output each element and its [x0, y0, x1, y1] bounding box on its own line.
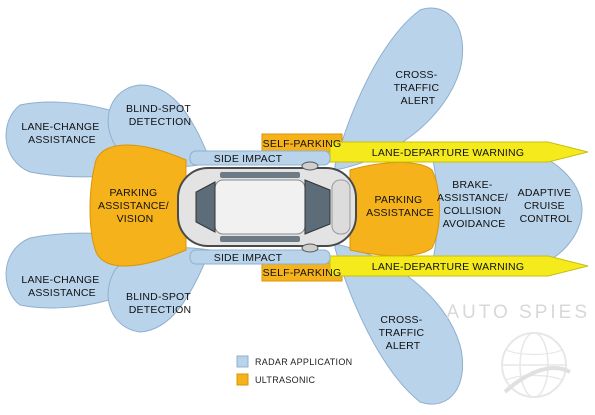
- lane-departure-top-label: LANE-DEPARTURE WARNING: [372, 147, 524, 159]
- car-rear-window: [195, 181, 216, 233]
- side-impact-top-band: [189, 150, 331, 166]
- car: [177, 161, 357, 253]
- brake-label: BRAKE- ASSISTANCE/ COLLISION AVOIDANCE: [437, 179, 511, 230]
- car-roof: [214, 179, 306, 235]
- mirror-right-icon: [301, 243, 319, 253]
- zone-labels: LANE-CHANGE ASSISTANCE BLIND-SPOT DETECT…: [21, 69, 575, 352]
- parking-vision-label: PARKING ASSISTANCE/ VISION: [98, 187, 172, 225]
- side-impact-bottom-band: [189, 249, 331, 265]
- car-windshield: [304, 179, 331, 235]
- lane-departure-bottom-arrow: [329, 255, 589, 277]
- legend-ultrasonic-label: ULTRASONIC: [255, 375, 316, 385]
- lane-change-bottom-label: LANE-CHANGE ASSISTANCE: [21, 274, 102, 299]
- blind-spot-bottom-label: BLIND-SPOT DETECTION: [126, 291, 194, 316]
- side-impact-top-label: SIDE IMPACT: [214, 153, 283, 165]
- rear-ultrasonic-zone: [89, 144, 187, 267]
- cross-traffic-top-label: CROSS- TRAFFIC ALERT: [394, 69, 443, 107]
- lane-change-top-label: LANE-CHANGE ASSISTANCE: [21, 121, 102, 146]
- cross-traffic-bottom-label: CROSS- TRAFFIC ALERT: [379, 314, 428, 352]
- watermark: AUTO SPIES: [446, 302, 590, 398]
- parking-front-label: PARKING ASSISTANCE: [366, 194, 434, 219]
- lane-departure-arrows: [329, 141, 589, 277]
- adaptive-label: ADAPTIVE CRUISE CONTROL: [518, 187, 575, 225]
- car-side-window-bottom: [220, 236, 300, 242]
- legend-radar-swatch: [236, 355, 249, 368]
- legend-ultrasonic-swatch: [236, 373, 249, 386]
- legend-radar-label: RADAR APPLICATION: [255, 357, 352, 367]
- side-impact-bands: [189, 150, 331, 265]
- car-side-window-top: [220, 172, 300, 178]
- watermark-text: AUTO SPIES: [446, 302, 590, 323]
- side-impact-bottom-label: SIDE IMPACT: [214, 252, 283, 264]
- car-hood: [331, 179, 351, 235]
- self-parking-bottom-label: SELF-PARKING: [263, 267, 342, 279]
- legend: RADAR APPLICATION ULTRASONIC: [236, 355, 352, 386]
- globe-logo-icon: [501, 332, 571, 398]
- self-parking-top-label: SELF-PARKING: [263, 138, 342, 150]
- blind-spot-top-label: BLIND-SPOT DETECTION: [126, 103, 194, 128]
- mirror-left-icon: [301, 161, 319, 171]
- ultrasonic-zones: [89, 133, 440, 282]
- lane-departure-bottom-label: LANE-DEPARTURE WARNING: [372, 261, 524, 273]
